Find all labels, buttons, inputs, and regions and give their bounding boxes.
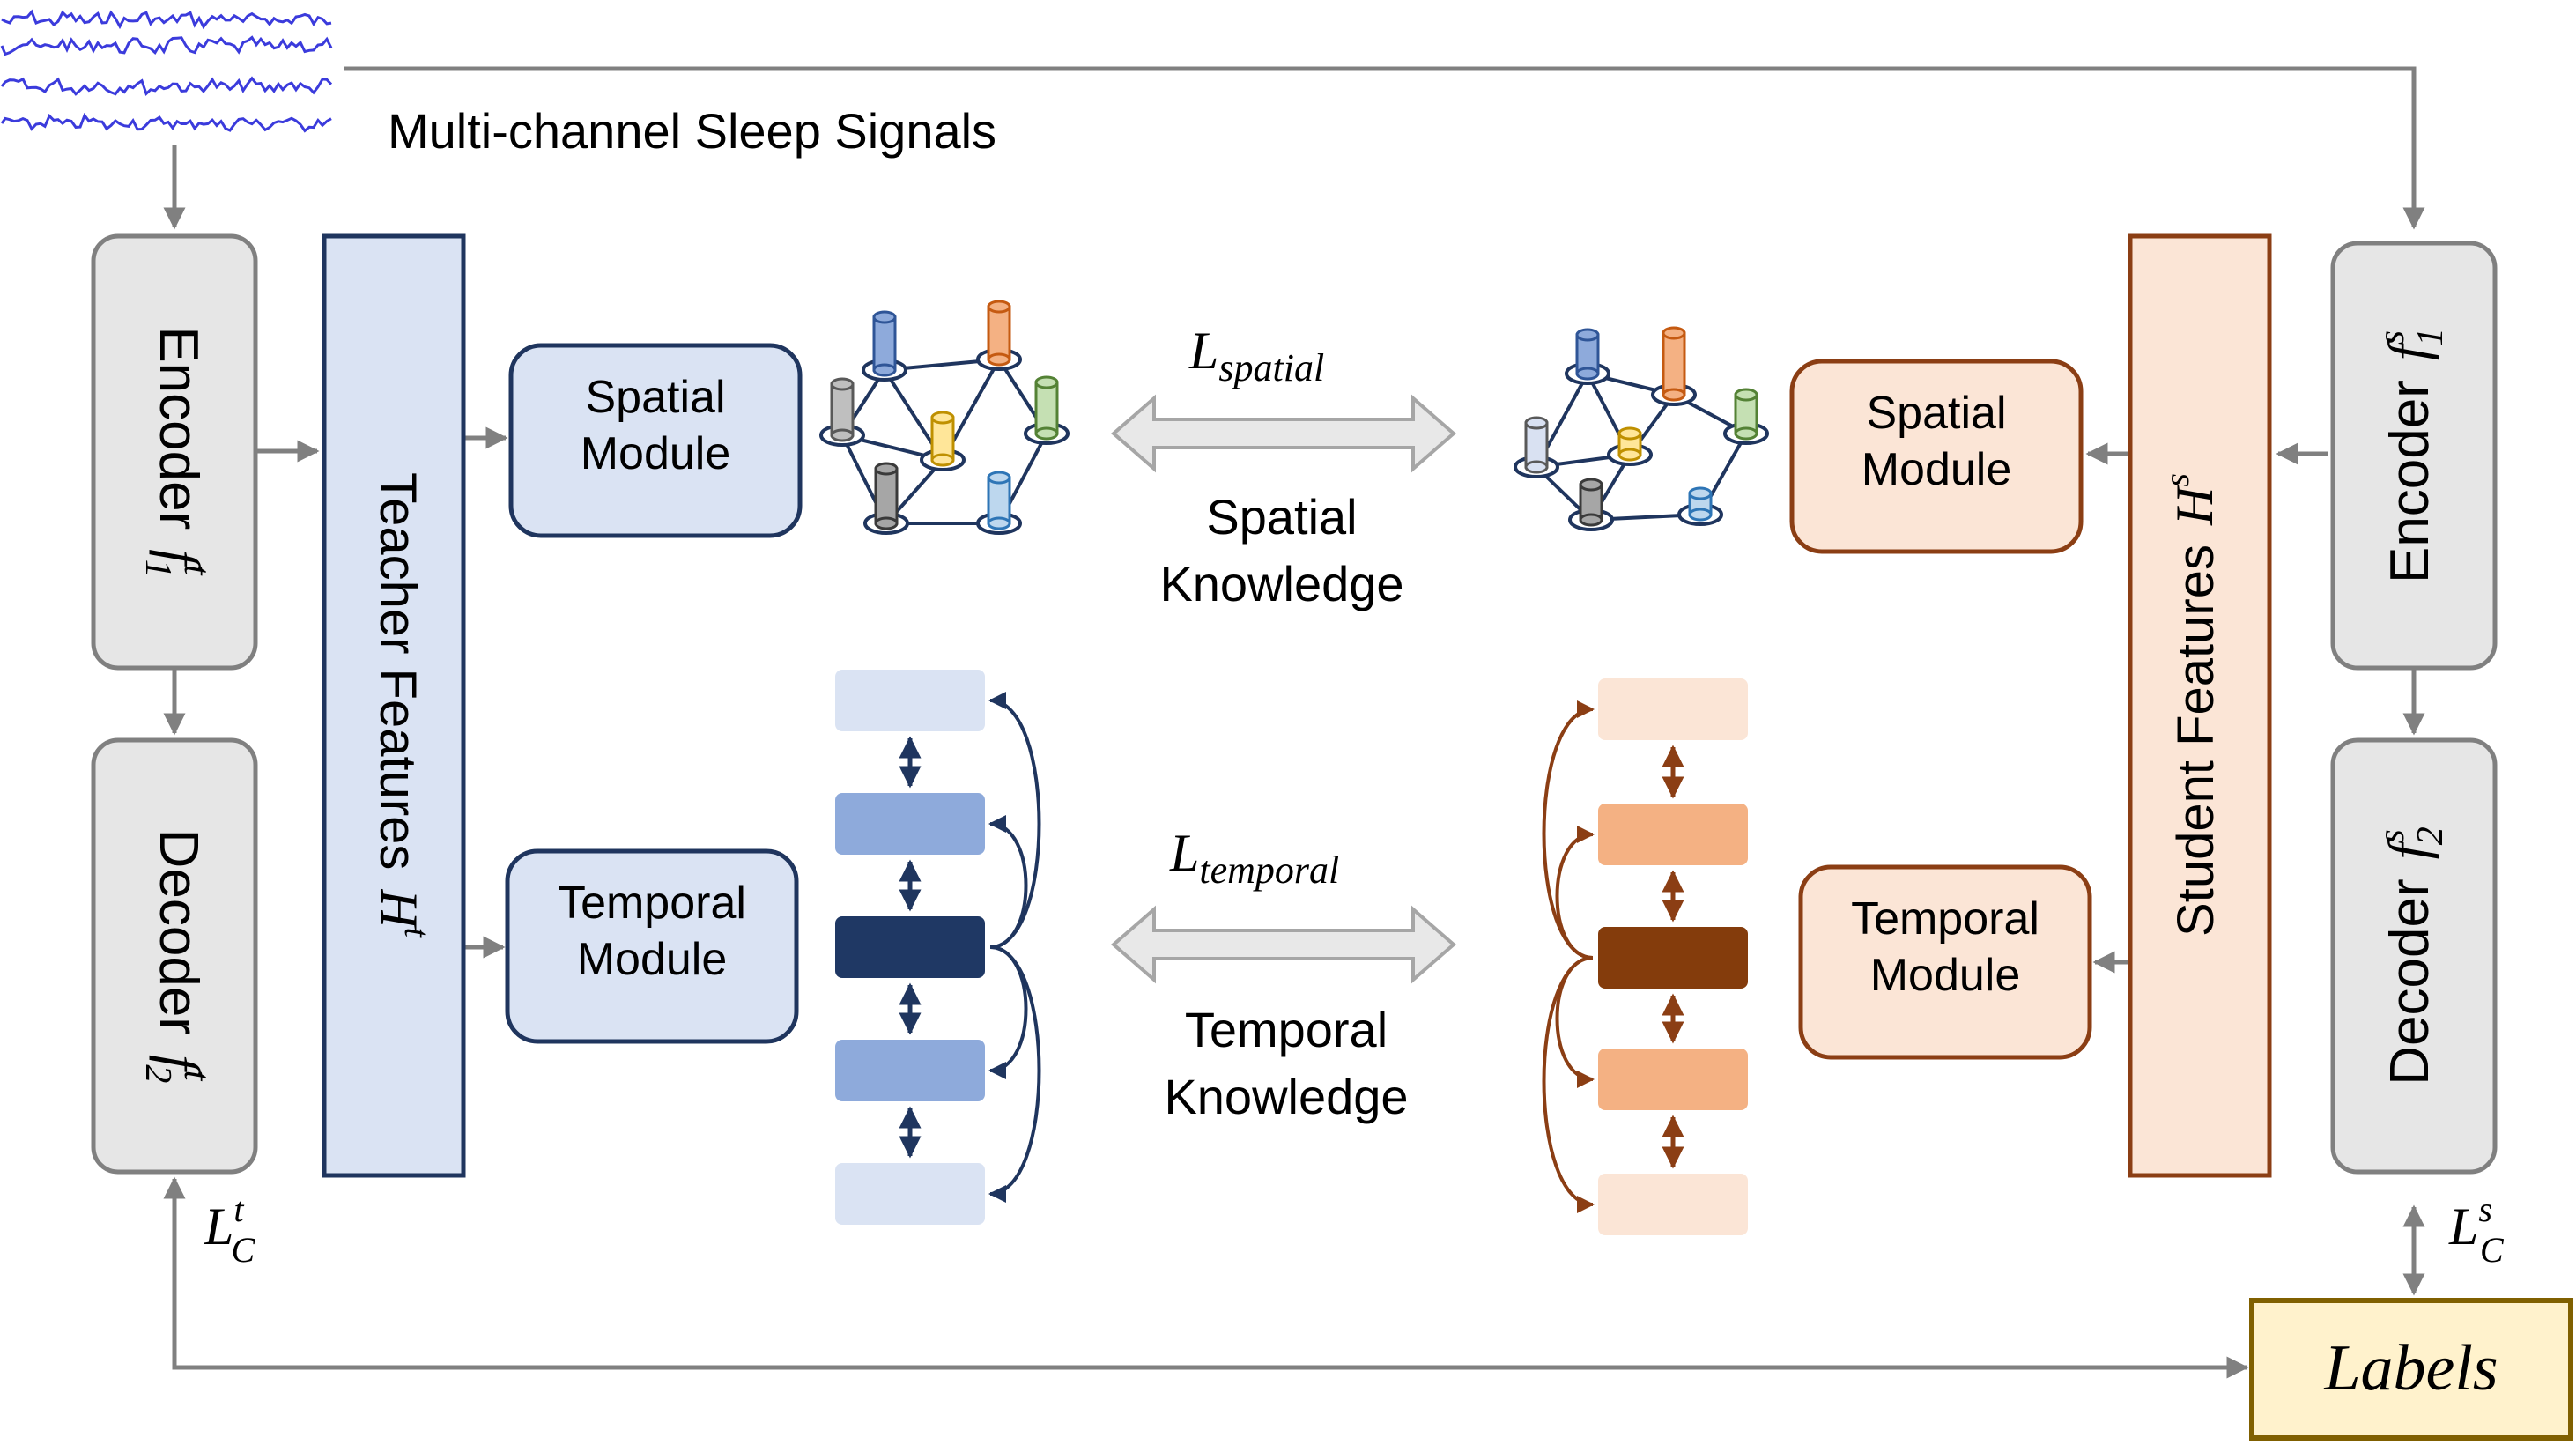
- signals-title: Multi-channel Sleep Signals: [388, 103, 996, 159]
- labels-text: Labels: [2323, 1332, 2498, 1404]
- student-features-label: Student FeaturesHs: [2157, 473, 2224, 937]
- labels-box: [2249, 1298, 2573, 1441]
- student-features-bar: [2128, 233, 2272, 1178]
- spatial-loss-label: Lspatial: [1188, 322, 1324, 389]
- teacher-spatial-graph-icon: [819, 300, 1070, 535]
- teacher-encoder-box: [91, 233, 258, 671]
- student-temporal-stack-icon: [1542, 678, 1748, 1235]
- spatial-double-arrow-icon: [1110, 394, 1457, 473]
- student-decoder-box: [2330, 737, 2498, 1175]
- teacher-features-label: Teacher FeaturesHt: [369, 472, 437, 938]
- temporal-double-arrow-icon: [1110, 905, 1457, 984]
- temporal-loss-label: Ltemporal: [1169, 824, 1339, 892]
- teacher-temporal-module: [505, 848, 799, 1044]
- student-spatial-module: [1789, 359, 2084, 554]
- teacher-features-bar: [322, 233, 466, 1178]
- student-spatial-graph-icon: [1514, 326, 1769, 531]
- teacher-temporal-stack-icon: [835, 670, 1041, 1225]
- student-temporal-module: [1798, 864, 2092, 1060]
- sleep-signals-icon: [0, 9, 333, 133]
- teacher-spatial-module: [508, 343, 803, 538]
- student-encoder-box: [2330, 241, 2498, 671]
- teacher-decoder-label: Decoderft2: [137, 829, 217, 1084]
- flow-arrows: [163, 66, 2425, 1379]
- student-encoder-label: Encoderfs1: [2372, 328, 2451, 583]
- teacher-encoder-label: Encoderft1: [137, 326, 217, 577]
- teacher-decoder-box: [91, 737, 258, 1175]
- student-decoder-label: Decoderfs2: [2372, 826, 2451, 1086]
